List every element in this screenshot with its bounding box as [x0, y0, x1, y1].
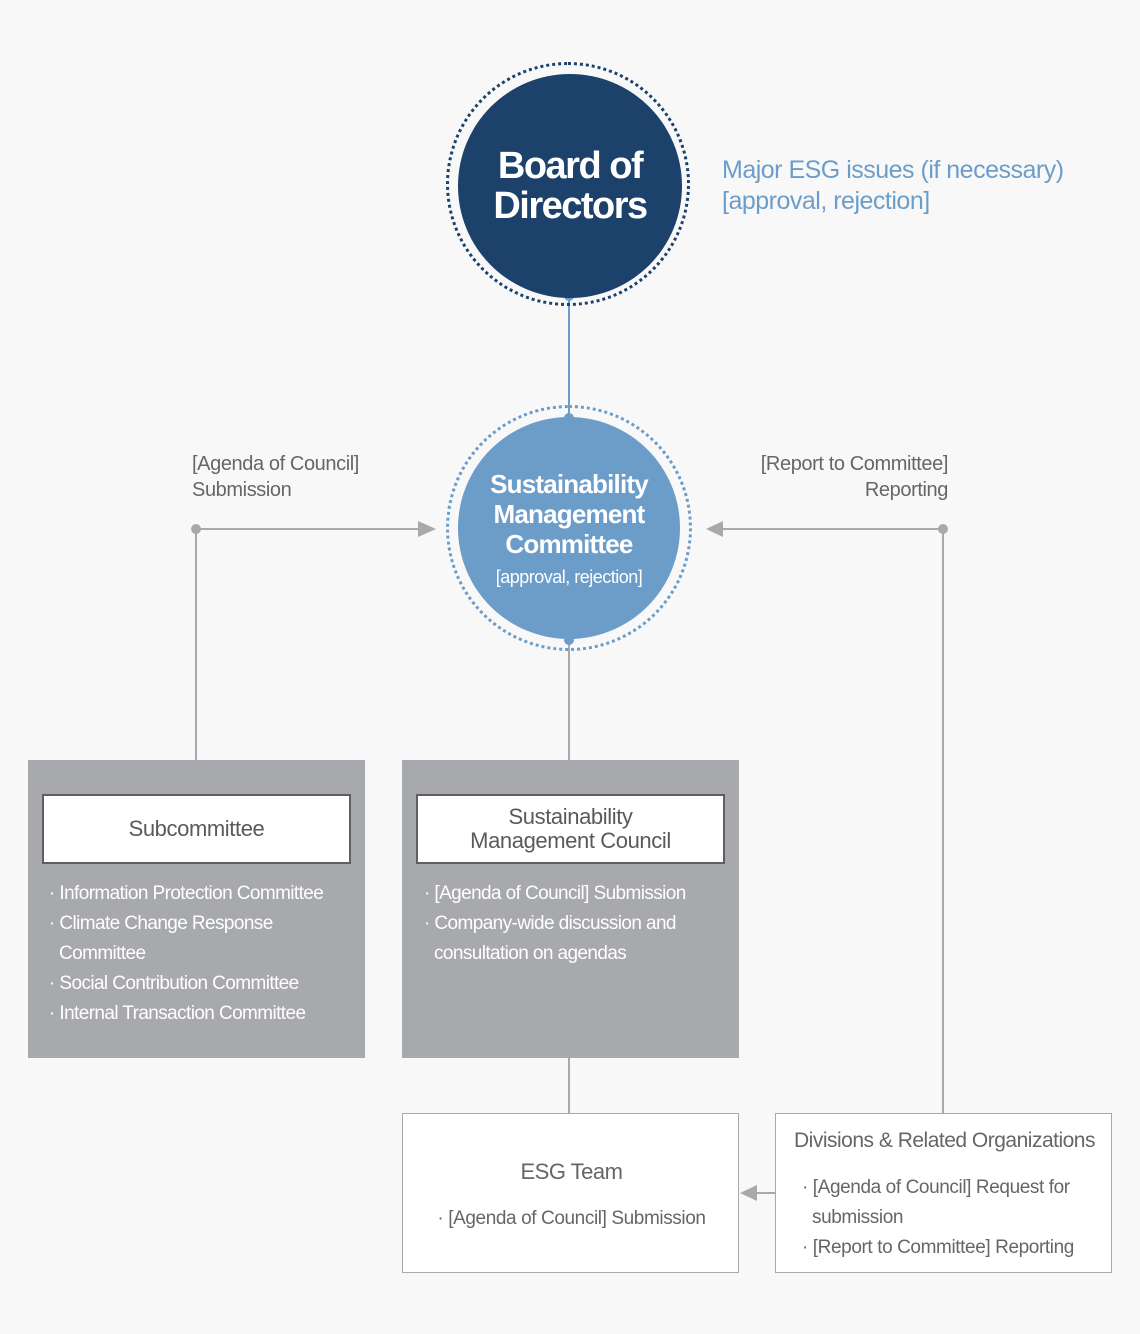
sustainability-management-committee-node: Sustainability Management Committee [app… — [458, 417, 680, 639]
reporting-start-dot — [938, 524, 948, 534]
subcommittee-box: Subcommittee · Information Protection Co… — [28, 760, 365, 1058]
left-flow-line2: Submission — [192, 479, 292, 501]
subcommittee-title-box: Subcommittee — [42, 794, 351, 864]
council-title-box: Sustainability Management Council — [416, 794, 725, 864]
committee-title-line1: Sustainability — [490, 468, 649, 499]
divisions-title: Divisions & Related Organizations — [794, 1129, 1095, 1152]
council-list: · [Agenda of Council] Submission · Compa… — [424, 879, 714, 969]
committee-title-line3: Committee — [505, 528, 633, 559]
council-title-line1: Sustainability — [508, 804, 633, 829]
board-note-line1: Major ESG issues (if necessary) — [722, 156, 1064, 184]
subcommittee-title: Subcommittee — [128, 816, 265, 841]
subcommittee-item: · Information Protection Committee — [49, 883, 324, 904]
divisions-item: · [Report to Committee] Reporting — [802, 1237, 1074, 1258]
committee-title-line2: Management — [493, 498, 646, 529]
board-of-directors-node: Board of Directors — [458, 74, 682, 298]
divisions-item: · [Agenda of Council] Request for submis… — [802, 1177, 1070, 1228]
board-note: Major ESG issues (if necessary) [approva… — [722, 155, 1064, 217]
esg-team-title: ESG Team — [520, 1159, 623, 1184]
committee-subtitle: [approval, rejection] — [495, 566, 643, 587]
board-title: Board of Directors — [493, 145, 648, 227]
divisions-box: Divisions & Related Organizations · [Age… — [775, 1113, 1112, 1273]
esg-team-item: · [Agenda of Council] Submission — [437, 1208, 706, 1229]
subcommittee-item: · Climate Change Response Committee — [49, 913, 273, 964]
subcommittee-item: · Internal Transaction Committee — [49, 1003, 306, 1024]
esg-team-box: ESG Team · [Agenda of Council] Submissio… — [402, 1113, 739, 1273]
submission-start-dot — [191, 524, 201, 534]
esg-arrowhead-icon — [740, 1185, 757, 1201]
reporting-arrowhead-icon — [706, 521, 723, 537]
right-flow-line2: Reporting — [864, 479, 949, 501]
council-box: Sustainability Management Council · [Age… — [402, 760, 739, 1058]
committee-outer-ring — [446, 405, 692, 651]
right-flow-label: [Report to Committee] Reporting — [760, 451, 949, 503]
right-flow-line1: [Report to Committee] — [760, 453, 949, 475]
divisions-list: · [Agenda of Council] Request for submis… — [802, 1173, 1092, 1263]
left-flow-label: [Agenda of Council] Submission — [192, 451, 359, 503]
council-item: · Company-wide discussion and consultati… — [424, 913, 677, 964]
board-note-line2: [approval, rejection] — [722, 187, 930, 215]
subcommittee-item: · Social Contribution Committee — [49, 973, 299, 994]
board-outer-ring — [446, 62, 690, 306]
subcommittee-list: · Information Protection Committee · Cli… — [49, 879, 349, 1029]
council-item: · [Agenda of Council] Submission — [424, 883, 686, 904]
council-title-line2: Management Council — [470, 828, 671, 853]
submission-arrowhead-icon — [418, 521, 436, 537]
left-flow-line1: [Agenda of Council] — [192, 453, 359, 475]
